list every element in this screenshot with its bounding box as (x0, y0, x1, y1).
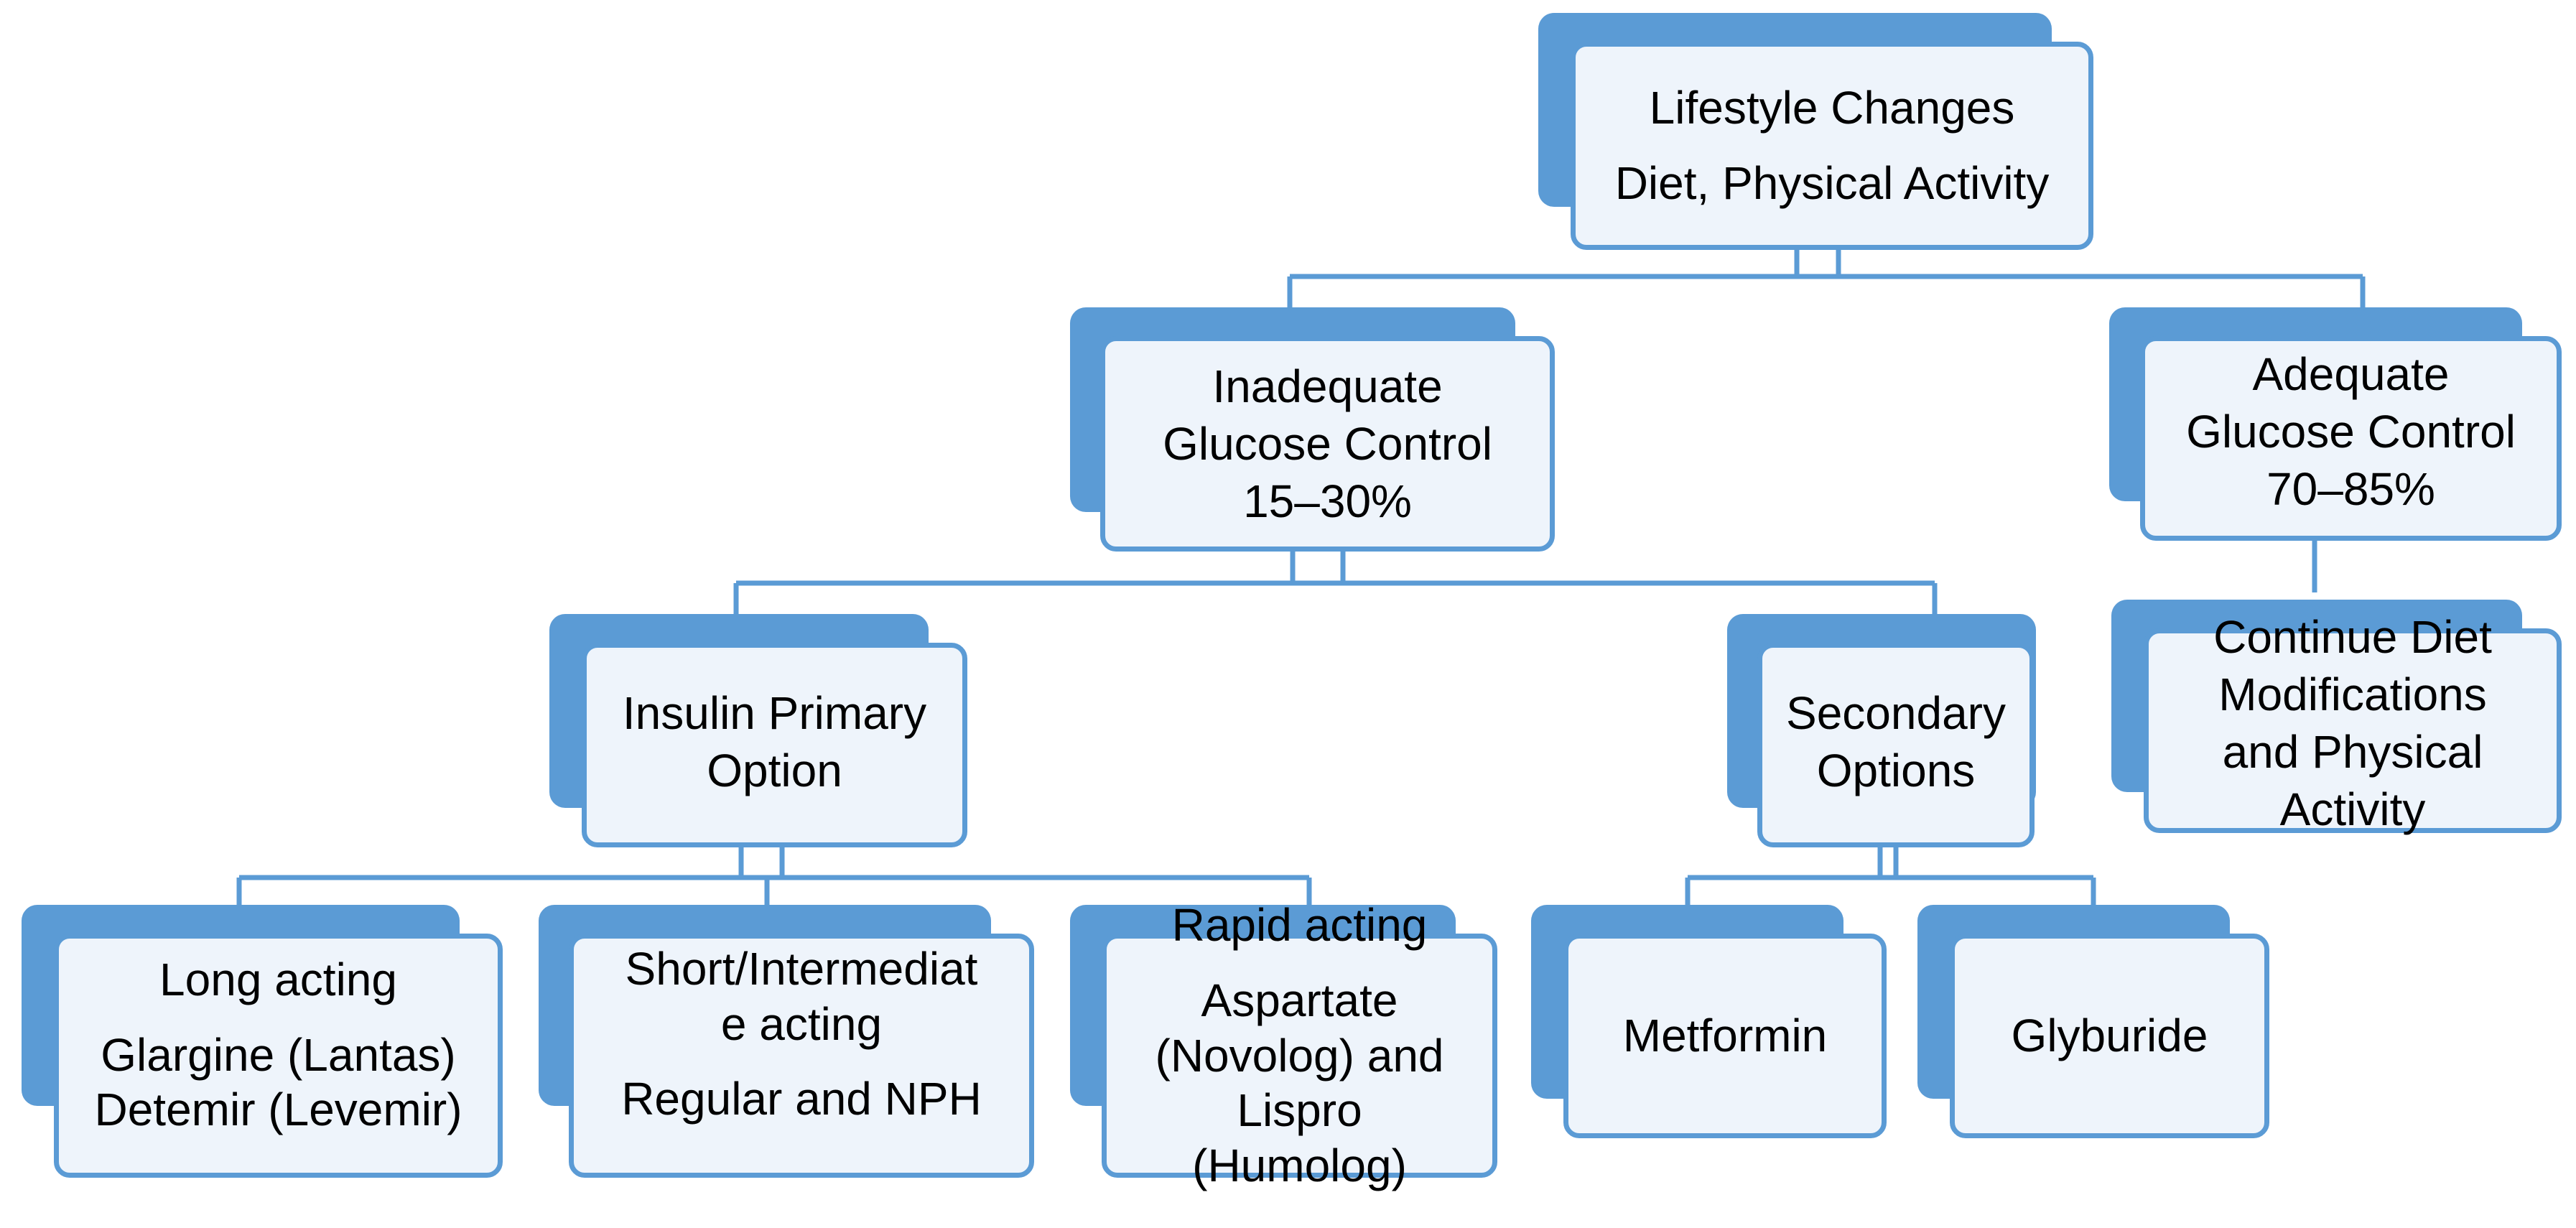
node-continue-line-3: and Physical (2222, 726, 2483, 778)
node-long-line-3: Detemir (Levemir) (94, 1084, 462, 1136)
node-inadequate-line-3: 15–30% (1243, 475, 1412, 527)
node-inadequate-glucose-control: Inadequate Glucose Control 15–30% (1070, 307, 1555, 552)
node-continue-diet: Continue Diet Modifications and Physical… (2111, 600, 2562, 837)
node-lifestyle-line-1: Lifestyle Changes (1649, 82, 2015, 134)
node-insulin-line-1: Insulin Primary (622, 687, 927, 739)
node-long-acting: Long acting Glargine (Lantas) Detemir (L… (22, 905, 503, 1178)
node-metformin: Metformin (1531, 905, 1887, 1138)
node-insulin-primary-option: Insulin Primary Option (549, 614, 967, 847)
node-short-line-2: e acting (720, 997, 883, 1050)
node-adequate-line-1: Adequate (2252, 348, 2450, 400)
node-inadequate-line-1: Inadequate (1212, 361, 1443, 412)
node-rapid-line-5: (Humolog) (1192, 1140, 1407, 1192)
node-continue-line-1: Continue Diet (2213, 611, 2492, 663)
node-secondary-line-2: Options (1816, 744, 1976, 796)
node-continue-line-2: Modifications (2218, 669, 2487, 720)
node-rapid-line-1: Rapid acting (1171, 899, 1428, 951)
node-adequate-line-3: 70–85% (2266, 462, 2435, 515)
node-inadequate-line-2: Glucose Control (1163, 418, 1492, 470)
node-long-line-1: Long acting (159, 953, 397, 1005)
node-short-line-3: Regular and NPH (621, 1073, 982, 1125)
node-rapid-line-4: Lispro (1237, 1084, 1362, 1137)
node-rapid-line-2: Aspartate (1201, 974, 1398, 1026)
node-continue-line-4: Activity (2279, 783, 2426, 835)
node-glyburide: Glyburide (1917, 905, 2269, 1138)
node-lifestyle-line-2: Diet, Physical Activity (1614, 157, 2050, 209)
node-short-intermediate-acting: Short/Intermediat e acting Regular and N… (539, 905, 1034, 1178)
node-adequate-line-2: Glucose Control (2186, 405, 2516, 457)
node-short-line-1: Short/Intermediat (625, 942, 978, 995)
node-glyburide-line-1: Glyburide (2011, 1010, 2208, 1062)
node-adequate-glucose-control: Adequate Glucose Control 70–85% (2109, 307, 2562, 541)
node-rapid-acting: Rapid acting Aspartate (Novolog) and Lis… (1070, 899, 1497, 1191)
node-rapid-line-3: (Novolog) and (1155, 1029, 1444, 1082)
node-secondary-line-1: Secondary (1786, 687, 2006, 739)
node-lifestyle-changes: Lifestyle Changes Diet, Physical Activit… (1538, 13, 2093, 250)
node-secondary-options: Secondary Options (1727, 614, 2036, 847)
node-metformin-line-1: Metformin (1622, 1010, 1828, 1062)
node-long-line-2: Glargine (Lantas) (101, 1028, 456, 1081)
node-insulin-line-2: Option (707, 744, 842, 796)
